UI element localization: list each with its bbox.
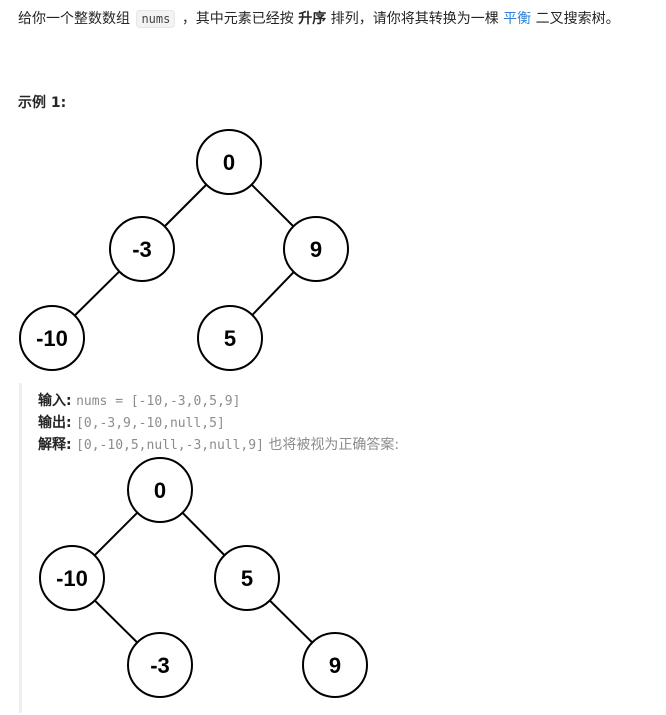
tree1-node-label: 5: [224, 326, 236, 351]
tree1-node-circle: [197, 305, 263, 371]
tree2-node-circle: [214, 545, 280, 611]
desc-part-3: 排列，请你将其转换为一棵: [330, 11, 499, 27]
tree2-node-circle: [127, 632, 193, 698]
desc-part-1: 给你一个整数数组: [18, 11, 130, 27]
desc-part-4: 二叉搜索树。: [535, 11, 620, 27]
output-label: 输出:: [38, 415, 72, 431]
tree2-node-label: 0: [154, 478, 166, 503]
tree1-node-circle: [196, 129, 262, 195]
input-line: 输入: nums = [-10,-3,0,5,9]: [38, 391, 240, 412]
tree1-node-circle: [283, 216, 349, 282]
explain-text: 也将被视为正确答案:: [268, 437, 400, 453]
tree2-node-label: -3: [150, 653, 170, 678]
tree2-node-circle: [127, 457, 193, 523]
tree1-node-circle: [109, 216, 175, 282]
tree1-node-label: -3: [132, 237, 152, 262]
explain-label: 解释:: [38, 437, 72, 453]
code-nums: nums: [136, 10, 176, 28]
tree2-node-label: -10: [56, 566, 88, 591]
desc-part-2: ，其中元素已经按: [181, 11, 294, 27]
tree1-node-label: 0: [223, 150, 235, 175]
input-value: nums = [-10,-3,0,5,9]: [76, 394, 241, 409]
input-label: 输入:: [38, 393, 72, 409]
blockquote-bar: [19, 383, 22, 713]
tree1-node-label: -10: [36, 326, 68, 351]
tree-diagram-2: 0 -10 5 -3 9: [39, 457, 368, 698]
tree2-node-circle: [302, 632, 368, 698]
balanced-link[interactable]: 平衡: [503, 11, 532, 27]
output-value: [0,-3,9,-10,null,5]: [76, 416, 225, 431]
tree2-node-circle: [39, 545, 105, 611]
tree2-node-label: 9: [329, 653, 341, 678]
output-line: 输出: [0,-3,9,-10,null,5]: [38, 413, 225, 434]
example-title: 示例 1:: [18, 95, 67, 111]
problem-description: 给你一个整数数组 nums ，其中元素已经按 升序 排列，请你将其转换为一棵 平…: [18, 9, 620, 29]
tree-diagram-1: 0 -3 9 -10 5: [19, 129, 349, 371]
tree1-node-circle: [19, 305, 85, 371]
desc-bold-ascending: 升序: [298, 11, 327, 27]
tree1-node-label: 9: [310, 237, 322, 262]
explain-value: [0,-10,5,null,-3,null,9]: [76, 438, 264, 453]
tree2-node-label: 5: [241, 566, 253, 591]
explain-line: 解释: [0,-10,5,null,-3,null,9] 也将被视为正确答案:: [38, 435, 399, 456]
